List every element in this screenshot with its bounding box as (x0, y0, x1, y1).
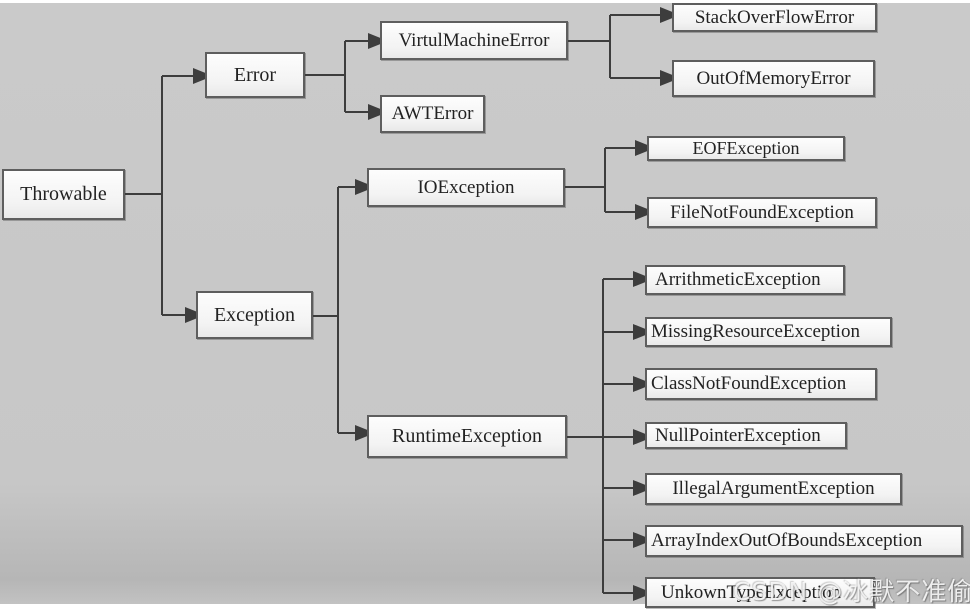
node-missing-resource-exception: MissingResourceException (645, 317, 892, 347)
node-awt-error: AWTError (380, 95, 485, 133)
csdn-watermark: CSDN @冰默不准偷懒 (733, 577, 970, 606)
node-stack-overflow-error: StackOverFlowError (672, 3, 877, 32)
node-null-pointer-exception: NullPointerException (645, 422, 847, 449)
node-io-exception: IOException (367, 168, 565, 207)
node-arrithmetic-exception: ArrithmeticException (645, 265, 845, 295)
node-exception: Exception (196, 291, 313, 339)
node-class-not-found-exception: ClassNotFoundException (645, 368, 877, 400)
node-file-not-found-exception: FileNotFoundException (647, 197, 877, 228)
node-runtime-exception: RuntimeException (367, 415, 567, 458)
node-unkown-type-exception: UnkownTypeException (645, 577, 875, 608)
node-out-of-memory-error: OutOfMemoryError (672, 60, 875, 97)
node-array-index-out-of-bounds-exception: ArrayIndexOutOfBoundsException (645, 525, 963, 557)
node-eof-exception: EOFException (647, 136, 845, 161)
node-virtul-machine-error: VirtulMachineError (380, 21, 568, 60)
node-error: Error (205, 52, 305, 98)
node-illegal-argument-exception: IllegalArgumentException (645, 473, 902, 505)
node-throwable: Throwable (2, 169, 125, 220)
